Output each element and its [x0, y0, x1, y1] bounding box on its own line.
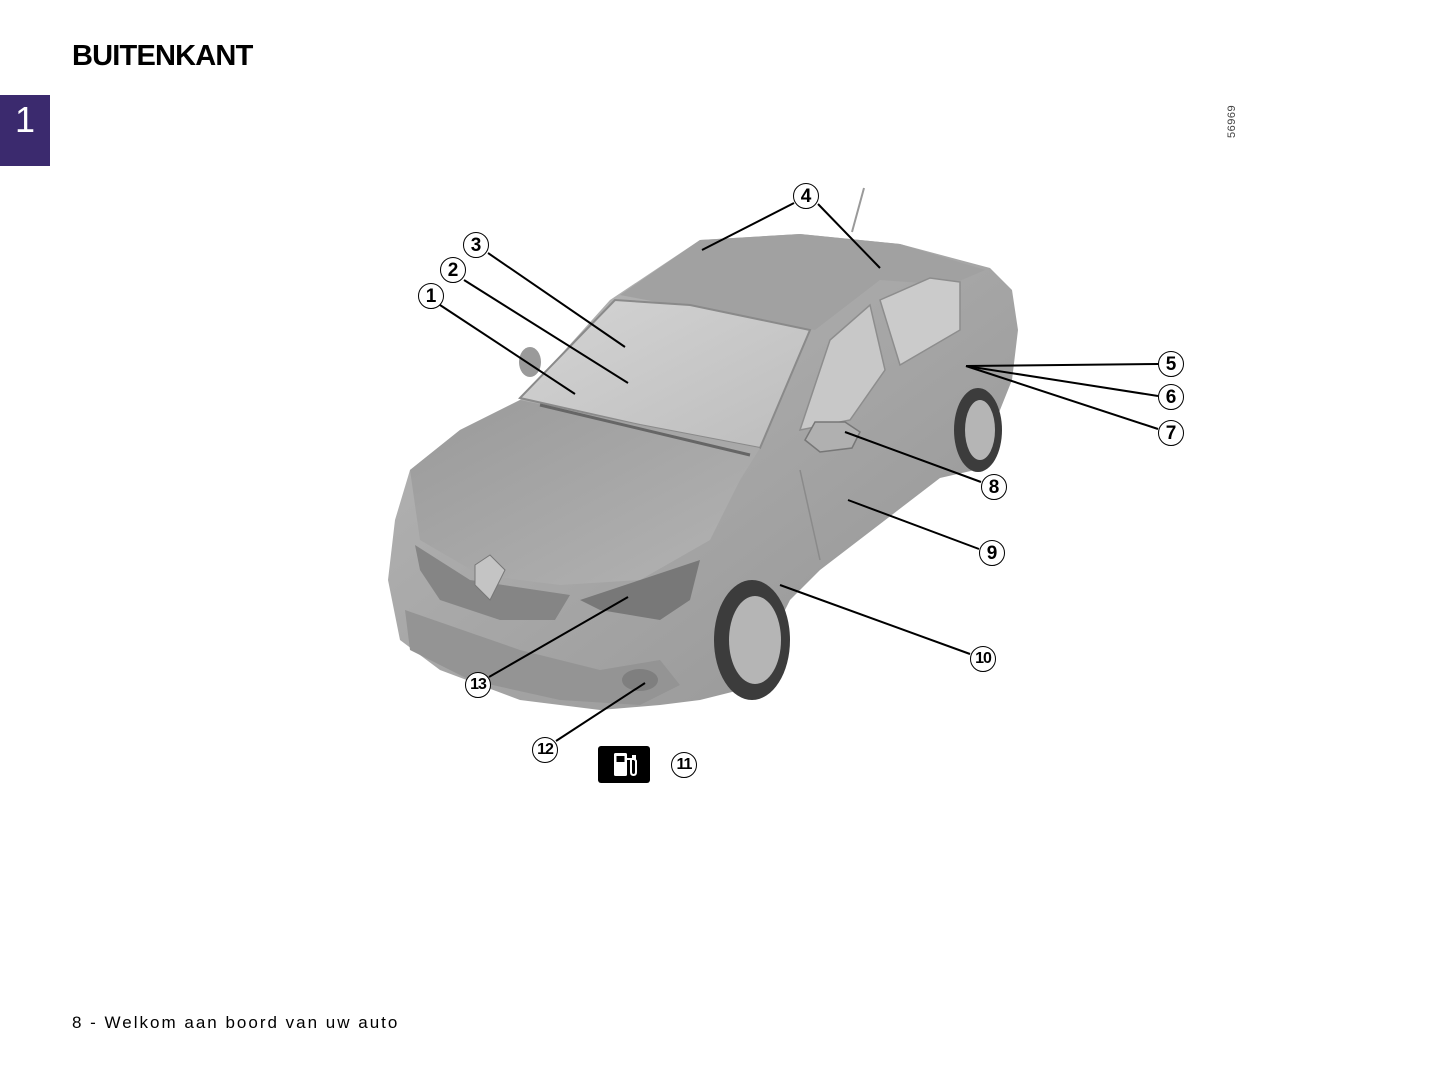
callout-2: 2	[440, 257, 466, 283]
callout-label: 2	[447, 259, 459, 281]
fuel-pump-icon	[598, 746, 650, 783]
callout-label: 8	[988, 476, 1000, 498]
page-footer: 8 - Welkom aan boord van uw auto	[72, 1013, 400, 1032]
callout-3: 3	[463, 232, 489, 258]
callout-9: 9	[979, 540, 1005, 566]
page-title: BUITENKANT	[72, 40, 253, 72]
callout-label: 7	[1165, 422, 1177, 444]
callout-label: 12	[537, 741, 554, 758]
callout-1: 1	[418, 283, 444, 309]
callout-label: 6	[1165, 386, 1177, 408]
callout-label: 3	[470, 234, 482, 256]
callout-8: 8	[981, 474, 1007, 500]
chapter-tab: 1	[0, 95, 50, 166]
callout-label: 5	[1165, 353, 1177, 375]
chapter-number: 1	[14, 99, 36, 140]
callout-11: 11	[671, 752, 697, 778]
callout-7: 7	[1158, 420, 1184, 446]
callout-label: 4	[800, 185, 812, 207]
callout-label: 10	[975, 650, 992, 667]
callout-13: 13	[465, 672, 491, 698]
callout-4: 4	[793, 183, 819, 209]
callout-label: 1	[425, 285, 437, 307]
callout-label: 9	[986, 542, 998, 564]
callout-label: 13	[470, 676, 487, 693]
callout-12: 12	[532, 737, 558, 763]
callout-6: 6	[1158, 384, 1184, 410]
callout-5: 5	[1158, 351, 1184, 377]
callout-label: 11	[676, 756, 693, 773]
callout-10: 10	[970, 646, 996, 672]
